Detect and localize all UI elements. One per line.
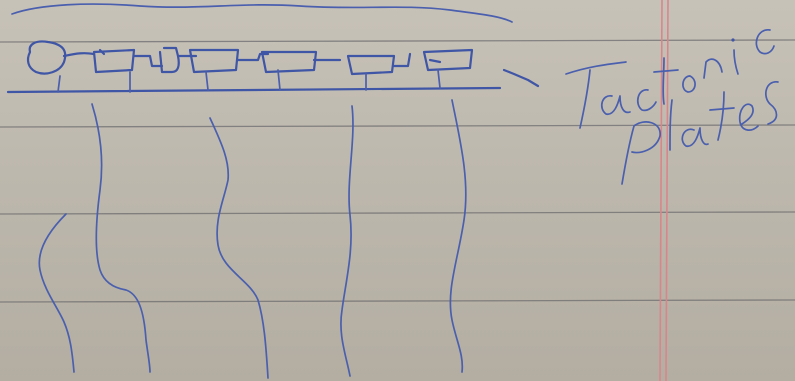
surface-wave <box>12 4 512 22</box>
mantle-lines <box>39 100 466 378</box>
plate-baseline <box>8 70 500 92</box>
label-plates-handwriting <box>622 82 778 184</box>
ruled-lines <box>0 40 795 302</box>
label-tactonic-handwriting <box>566 30 774 128</box>
plate-chain <box>28 41 472 74</box>
arrow-icon <box>504 70 538 86</box>
